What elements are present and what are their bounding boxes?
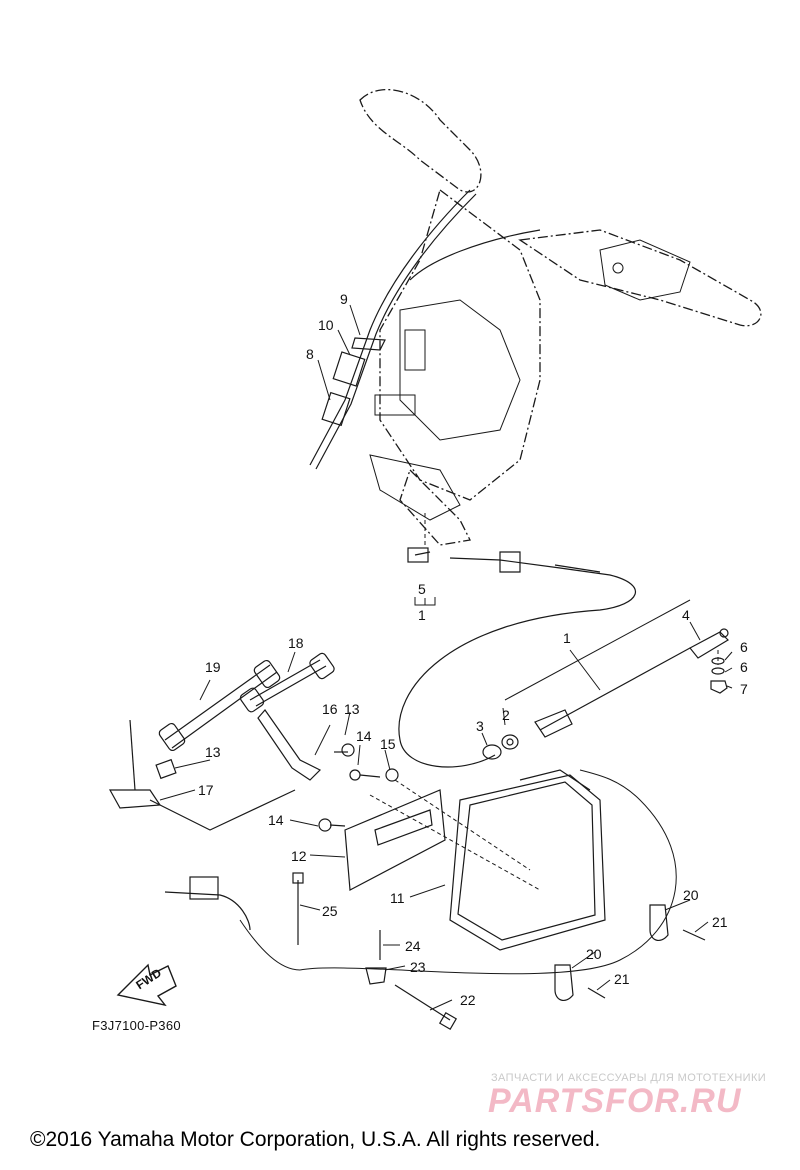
callout-leaders — [159, 304, 733, 1011]
callout-13: 13 — [344, 701, 360, 717]
callout-5: 5 — [418, 581, 426, 597]
callout-11: 11 — [390, 890, 405, 906]
lever-assembly — [108, 652, 335, 831]
callout-6: 6 — [740, 639, 748, 655]
callout-14: 14 — [356, 728, 372, 744]
callout-21: 21 — [712, 914, 728, 930]
callout-24: 24 — [405, 938, 421, 954]
callout-25: 25 — [322, 903, 338, 919]
watermark-logo: PARTSFOR.RU — [488, 1082, 742, 1120]
callout-1: 1 — [563, 630, 571, 646]
callout-4: 4 — [682, 607, 690, 623]
wiring-harness — [164, 872, 458, 1031]
callout-13-second: 13 — [205, 744, 221, 760]
callout-6-second: 6 — [740, 659, 748, 675]
throttle-cable-lower — [398, 547, 729, 768]
callout-2: 2 — [502, 707, 510, 723]
callout-7: 7 — [740, 681, 748, 697]
callout-22: 22 — [460, 992, 476, 1008]
callout-3: 3 — [476, 718, 484, 734]
throttle-cable-upper — [309, 189, 541, 470]
small-hardware — [482, 657, 728, 760]
callout-12: 12 — [291, 848, 307, 864]
watermark-tagline: ЗАПЧАСТИ И АКСЕССУАРЫ ДЛЯ МОТОТЕХНИКИ — [491, 1072, 767, 1084]
callout-9: 9 — [340, 291, 348, 307]
group-outline — [239, 769, 677, 975]
clamps — [554, 904, 706, 1002]
diagram-part-code: F3J7100-P360 — [92, 1018, 181, 1033]
callout-14-second: 14 — [268, 812, 284, 828]
callout-21-second: 21 — [614, 971, 630, 987]
control-box — [449, 769, 606, 951]
callout-17: 17 — [198, 782, 214, 798]
callout-20: 20 — [683, 887, 699, 903]
handlebar-detail — [369, 239, 691, 521]
callout-1-ref: 1 — [418, 607, 426, 623]
callout-15: 15 — [380, 736, 396, 752]
mounting-plate — [318, 743, 446, 891]
callout-8: 8 — [306, 346, 314, 362]
callout-16: 16 — [322, 701, 338, 717]
copyright-footer: ©2016 Yamaha Motor Corporation, U.S.A. A… — [30, 1128, 601, 1151]
callout-10: 10 — [318, 317, 334, 333]
callout-19: 19 — [205, 659, 221, 675]
callout-23: 23 — [410, 959, 426, 975]
callout-18: 18 — [288, 635, 304, 651]
fwd-arrow-icon — [116, 963, 177, 1007]
leader-lines — [369, 510, 719, 891]
handlebar-assembly — [359, 88, 762, 546]
callout-20-second: 20 — [586, 946, 602, 962]
